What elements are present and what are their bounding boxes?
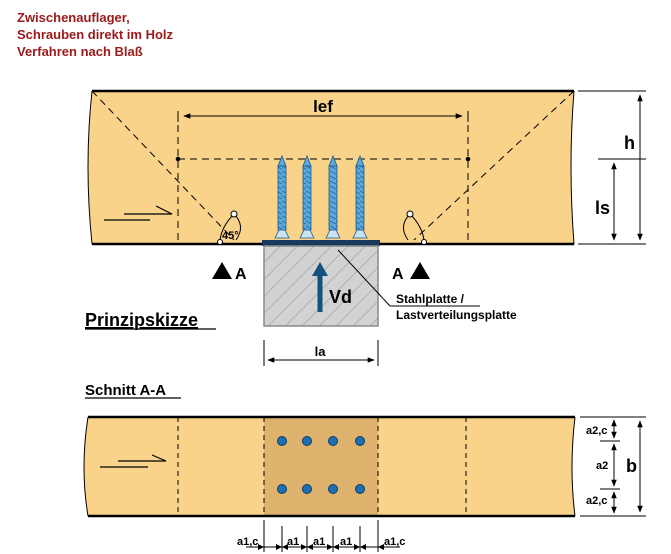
section-marker-right: A — [392, 262, 430, 283]
screw-elevation — [325, 154, 341, 239]
screw-plan-dot — [328, 436, 338, 446]
a1c-left-label: a1,c — [237, 536, 258, 548]
height-dimensions: h ls — [578, 90, 646, 245]
angle-mark-right — [403, 210, 427, 245]
screws-plan — [277, 436, 365, 494]
screws-elevation — [274, 154, 368, 239]
h-label: h — [624, 133, 635, 153]
plate-label-line-1: Stahlplatte / — [396, 292, 465, 306]
force-arrow: Vd — [312, 262, 352, 312]
plate-callout: Stahlplatte / Lastverteilungsplatte — [337, 249, 517, 322]
principle-sketch-label: Prinzipskizze — [85, 310, 198, 330]
title-line-2: Schrauben direkt im Holz — [17, 27, 174, 42]
la-dimension: la — [263, 340, 379, 366]
a2-label: a2 — [596, 460, 608, 472]
screw-plan-dot — [302, 436, 312, 446]
la-label: la — [315, 344, 327, 359]
width-dimensions: a2,c a2 a2,c b — [580, 416, 646, 517]
load-spread-lines — [91, 90, 575, 241]
title-line-3: Verfahren nach Blaß — [17, 44, 143, 59]
ls-label: ls — [595, 198, 610, 218]
screw-plan-dot — [355, 484, 365, 494]
screw-elevation — [299, 154, 315, 239]
angle-mark-left: 45° — [217, 210, 241, 245]
timber-beam-plan — [83, 415, 576, 518]
screw-plan-dot — [277, 484, 287, 494]
section-marker-left-label: A — [235, 266, 247, 283]
a2c-top-label: a2,c — [586, 425, 607, 437]
plate-label-line-2: Lastverteilungsplatte — [396, 308, 517, 322]
angle-label: 45° — [222, 230, 239, 242]
grain-symbol-elevation — [104, 205, 173, 221]
screw-elevation — [274, 154, 290, 239]
a1-label-2: a1 — [313, 536, 325, 548]
lef-label: lef — [313, 97, 333, 116]
node-left — [175, 156, 181, 162]
force-label: Vd — [329, 287, 352, 307]
section-title: Schnitt A-A — [85, 382, 166, 399]
section-marker-left: A — [212, 262, 247, 283]
bearing-area — [264, 417, 378, 516]
a1-label-1: a1 — [287, 536, 299, 548]
steel-plate — [262, 240, 380, 246]
a1c-right-label: a1,c — [384, 536, 405, 548]
screw-elevation — [352, 154, 368, 239]
b-label: b — [626, 456, 637, 476]
screw-plan-dot — [302, 484, 312, 494]
screw-plan-dot — [277, 436, 287, 446]
a2c-bottom-label: a2,c — [586, 495, 607, 507]
screw-plan-dot — [328, 484, 338, 494]
a1-label-3: a1 — [340, 536, 352, 548]
title-block: Zwischenauflager, Schrauben direkt im Ho… — [17, 10, 174, 59]
screw-plan-dot — [355, 436, 365, 446]
section-marker-right-label: A — [392, 266, 404, 283]
spacing-dimensions: a1,c a1 a1 a1 a1,c — [237, 520, 405, 552]
lef-dimension: lef — [177, 97, 469, 122]
node-right — [465, 156, 471, 162]
title-line-1: Zwischenauflager, — [17, 10, 130, 25]
